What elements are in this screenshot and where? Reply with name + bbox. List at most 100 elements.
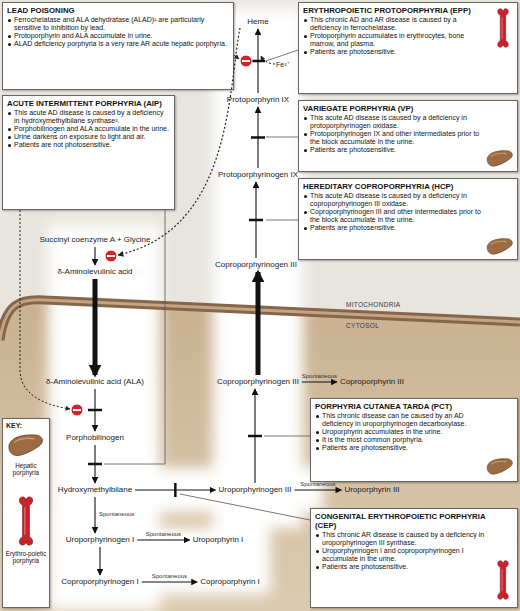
metabolite-node: Coproporphyrin I xyxy=(200,577,260,587)
edge-label: Spontaneous xyxy=(300,481,335,488)
callout-heading: CONGENITAL ERYTHROPOIETIC PORPHYRIA (CEP… xyxy=(315,512,489,530)
callout-bullet: This chronic disease can be caused by an… xyxy=(315,412,489,428)
connector xyxy=(302,381,337,382)
metabolite-name: Coproporphyrin I xyxy=(200,577,260,586)
callout-bullet: Coproporphyrinogen III and other interme… xyxy=(303,208,489,224)
inhibition-circle xyxy=(71,404,83,416)
metabolite-name: Protoporphyrinogen IX xyxy=(218,170,298,179)
block-bar xyxy=(249,219,263,222)
cytosol-region xyxy=(0,300,520,611)
metabolite-node: Hydroxymethylbilane xyxy=(58,485,132,495)
inhibition-symbol xyxy=(71,404,83,416)
edge-label: Spontaneous xyxy=(146,531,181,538)
callout-heading: ACUTE INTERMITTENT PORPHYRIA (AIP) xyxy=(7,99,170,108)
metabolite-name: Coproporphyrinogen III xyxy=(217,377,299,386)
metabolite-node: Coproporphyrin III xyxy=(340,377,404,387)
callout-box: ERYTHROPOIETIC PROTOPORPHYRIA (EPP)This … xyxy=(298,2,518,94)
legend-erythropoietic-icon xyxy=(19,497,32,545)
leader-line xyxy=(266,50,298,61)
callout-heading: PORPHYRIA CUTANEA TARDA (PCT) xyxy=(315,402,489,411)
connector xyxy=(94,247,95,265)
iron-entry-line xyxy=(261,56,275,64)
connector xyxy=(94,445,95,483)
connector xyxy=(257,29,258,93)
callout-bullet: Porphobilinogen and ALA accumulate in th… xyxy=(7,125,170,133)
block-bar xyxy=(248,435,262,438)
leader-line xyxy=(266,137,298,138)
glow-band xyxy=(150,528,270,594)
metabolite-node: Porphobilinogen xyxy=(66,433,124,443)
edge-label: Spontaneous xyxy=(152,573,187,580)
glow-band xyxy=(48,225,160,610)
metabolite-name: Hydroxymethylbilane xyxy=(58,485,132,494)
callout-box: VARIEGATE PORPHYRIA (VP)This acute AD di… xyxy=(298,100,518,172)
glow-band xyxy=(48,468,323,512)
metabolite-name: Uroporphyrinogen III xyxy=(219,485,292,494)
minus-sign xyxy=(73,409,81,411)
callout-bullet: Patients are photosensitive. xyxy=(303,224,489,232)
callout-bullet: Protoporphyrin accumulates in erythrocyt… xyxy=(303,32,489,48)
connector xyxy=(142,581,198,582)
metabolite-node: Coproporphyrinogen I xyxy=(61,577,138,587)
connector xyxy=(254,389,255,483)
callout-bullet: This chronic AR disease is caused by a d… xyxy=(315,531,489,547)
minus-sign xyxy=(242,60,250,62)
metabolite-name: Coproporphyrin III xyxy=(340,377,404,386)
callout-heading: VARIEGATE PORPHYRIA (VP) xyxy=(303,104,489,113)
legend-text: Hepatic porphyria xyxy=(4,462,48,477)
metabolite-name: Uroporphyrin III xyxy=(344,485,399,494)
callout-bullet: Uroporphyrin accumulates in the urine. xyxy=(315,428,489,436)
metabolite-node: δ-Aminolevulinic acid xyxy=(57,267,132,277)
metabolite-name: δ-Aminolevulinic acid xyxy=(57,267,132,276)
metabolite-node: Protoporphyrinogen IX xyxy=(218,170,298,180)
callout-box: HEREDITARY COPROPORPHYRIA (HCP)This acut… xyxy=(298,178,518,260)
mitochondrial-membrane xyxy=(0,300,520,340)
text-label: CYTOSOL xyxy=(346,322,379,329)
metabolite-node: Heme xyxy=(247,17,268,27)
block-bar xyxy=(88,463,102,466)
callout-bullet: Uroporphyrinogen I and coproporphyrinoge… xyxy=(315,547,489,563)
callout-heading: LEAD POISONING xyxy=(7,6,229,15)
metabolite-name: δ-Aminolevulinic acid (ALA) xyxy=(46,377,144,386)
callout-bullet: ALAD deficiency porphyria is a very rare… xyxy=(7,40,229,48)
metabolite-node: Uroporphyrinogen III xyxy=(219,485,292,495)
callout-bullet: Protoporphyrinogen IX and other intermed… xyxy=(303,130,489,146)
callout-bullet: Patients are photosensitive. xyxy=(303,48,489,56)
callout-heading: HEREDITARY COPROPORPHYRIA (HCP) xyxy=(303,182,489,191)
legend-hepatic-icon xyxy=(9,435,42,456)
major-connector xyxy=(93,279,98,375)
block-bar xyxy=(174,483,177,497)
text-label: KEY: xyxy=(6,422,22,429)
block-bar xyxy=(251,136,265,139)
metabolite-name: Coproporphyrinogen III xyxy=(215,260,297,269)
callout-bullet: This acute AD disease is caused by a def… xyxy=(303,192,489,208)
callout-box: ACUTE INTERMITTENT PORPHYRIA (AIP)This a… xyxy=(2,95,175,210)
metabolite-node: Coproporphyrinogen III xyxy=(217,377,299,387)
edge-label: Spontaneous xyxy=(302,373,337,380)
leader-line xyxy=(104,210,165,464)
callout-bullet: Patients are not photosensitive. xyxy=(7,141,170,149)
metabolite-node: Uroporphyrin I xyxy=(193,535,244,545)
connector xyxy=(135,489,215,490)
metabolite-node: Uroporphyrinogen I xyxy=(66,535,134,545)
text-label: Fe²⁺ xyxy=(276,60,289,69)
leader-line xyxy=(180,494,310,520)
connector xyxy=(137,539,189,540)
legend-box xyxy=(2,418,50,608)
inhibition-symbol xyxy=(105,250,117,262)
mitochondrial-membrane-inner xyxy=(0,300,520,340)
connector xyxy=(294,489,341,490)
callout-bullet: Protoporphyrin and ALA accumulate in uri… xyxy=(7,32,229,40)
block-bar xyxy=(251,60,265,63)
connector xyxy=(94,497,95,533)
connector xyxy=(257,107,258,168)
connector xyxy=(99,547,100,575)
connector xyxy=(255,182,256,258)
inhibition-line xyxy=(234,55,239,59)
callout-bullet: Urine darkens on exposure to light and a… xyxy=(7,133,170,141)
metabolite-name: Succinyl coenzyme A + Glycine xyxy=(40,235,151,244)
leader-line xyxy=(264,436,310,437)
inhibition-symbol xyxy=(240,55,252,67)
